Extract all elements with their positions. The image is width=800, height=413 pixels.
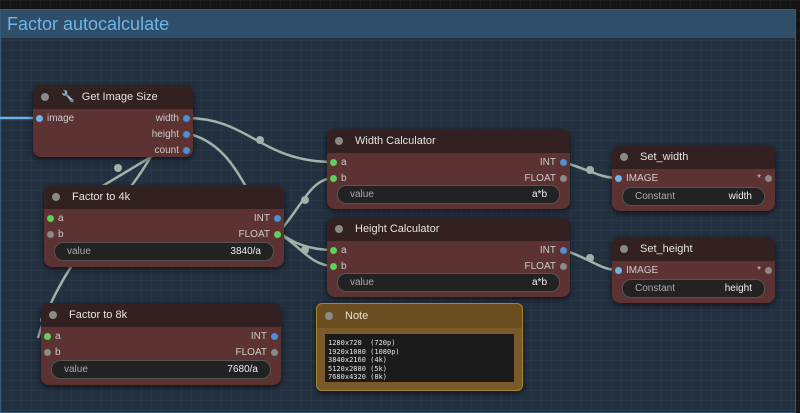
widget-value[interactable]: height xyxy=(724,283,752,294)
widget-value[interactable]: a*b xyxy=(531,189,547,200)
input-port-b[interactable] xyxy=(44,349,51,356)
note-text[interactable]: 1280x720 (720p) 1920x1080 (1080p) 3840x2… xyxy=(325,334,514,382)
input-label-image: IMAGE xyxy=(626,265,659,276)
node-title: Set_width xyxy=(640,151,689,163)
node-title: Factor to 8k xyxy=(69,309,128,321)
input-label-a: a xyxy=(55,331,61,342)
collapse-dot[interactable] xyxy=(620,153,628,161)
node-title: Note xyxy=(345,310,369,322)
node-title: Get Image Size xyxy=(81,91,158,103)
output-port-count[interactable] xyxy=(183,147,190,154)
output-port-width[interactable] xyxy=(183,115,190,122)
output-label-any: * xyxy=(757,173,761,184)
wrench-icon: 🔧 xyxy=(61,91,75,103)
node-set-height[interactable]: Set_height IMAGE * Constant height xyxy=(612,237,775,303)
value-widget[interactable]: value 3840/a xyxy=(54,242,274,261)
collapse-dot[interactable] xyxy=(49,311,57,319)
widget-label: value xyxy=(67,246,91,257)
output-label-any: * xyxy=(757,265,761,276)
node-get-image-size[interactable]: 🔧 Get Image Size image width height coun… xyxy=(33,85,193,157)
input-port-a[interactable] xyxy=(330,159,337,166)
output-port-any[interactable] xyxy=(765,267,772,274)
collapse-dot[interactable] xyxy=(41,93,49,101)
input-port-image[interactable] xyxy=(615,267,622,274)
node-title: Factor to 4k xyxy=(72,191,131,203)
output-port-height[interactable] xyxy=(183,131,190,138)
node-set-width[interactable]: Set_width IMAGE * Constant width xyxy=(612,145,775,211)
node-factor-to-4k[interactable]: Factor to 4k a INT b FLOAT value 3840/a xyxy=(44,185,284,267)
output-label-height: height xyxy=(151,129,179,140)
collapse-dot[interactable] xyxy=(335,137,343,145)
input-port-b[interactable] xyxy=(330,175,337,182)
input-label-a: a xyxy=(341,245,347,256)
value-widget[interactable]: value a*b xyxy=(337,185,560,204)
value-widget[interactable]: value a*b xyxy=(337,273,560,292)
widget-label: value xyxy=(64,364,88,375)
collapse-dot[interactable] xyxy=(335,225,343,233)
output-label-float: FLOAT xyxy=(524,173,556,184)
output-label-float: FLOAT xyxy=(235,347,267,358)
input-label-b: b xyxy=(58,229,64,240)
node-note[interactable]: Note 1280x720 (720p) 1920x1080 (1080p) 3… xyxy=(316,303,523,391)
output-label-int: INT xyxy=(539,157,556,168)
input-label-b: b xyxy=(341,261,347,272)
input-port-image[interactable] xyxy=(615,175,622,182)
widget-value[interactable]: width xyxy=(728,191,752,202)
constant-widget[interactable]: Constant width xyxy=(622,187,765,206)
output-port-float[interactable] xyxy=(560,175,567,182)
output-port-int[interactable] xyxy=(274,215,281,222)
widget-label: value xyxy=(350,277,374,288)
input-label-image: IMAGE xyxy=(626,173,659,184)
input-label-image: image xyxy=(47,113,75,124)
node-factor-to-8k[interactable]: Factor to 8k a INT b FLOAT value 7680/a xyxy=(41,303,281,385)
widget-label: Constant xyxy=(635,283,676,294)
node-title: Set_height xyxy=(640,243,693,255)
widget-value[interactable]: a*b xyxy=(531,277,547,288)
input-label-b: b xyxy=(341,173,347,184)
widget-value[interactable]: 7680/a xyxy=(227,364,258,375)
output-label-float: FLOAT xyxy=(524,261,556,272)
collapse-dot[interactable] xyxy=(620,245,628,253)
output-port-any[interactable] xyxy=(765,175,772,182)
collapse-dot[interactable] xyxy=(325,312,333,320)
output-label-int: INT xyxy=(250,331,267,342)
constant-widget[interactable]: Constant height xyxy=(622,279,765,298)
input-port-b[interactable] xyxy=(47,231,54,238)
node-title: Height Calculator xyxy=(355,223,440,235)
widget-label: value xyxy=(350,189,374,200)
output-port-float[interactable] xyxy=(271,349,278,356)
node-title: Width Calculator xyxy=(355,135,436,147)
output-label-int: INT xyxy=(253,213,270,224)
group-title[interactable]: Factor autocalculate xyxy=(1,10,795,38)
output-port-int[interactable] xyxy=(560,247,567,254)
node-height-calculator[interactable]: Height Calculator a INT b FLOAT value a*… xyxy=(327,217,570,297)
output-port-int[interactable] xyxy=(271,333,278,340)
input-port-image[interactable] xyxy=(36,115,43,122)
output-label-int: INT xyxy=(539,245,556,256)
output-port-int[interactable] xyxy=(560,159,567,166)
output-label-width: width xyxy=(155,113,179,124)
collapse-dot[interactable] xyxy=(52,193,60,201)
input-port-a[interactable] xyxy=(44,333,51,340)
input-port-a[interactable] xyxy=(47,215,54,222)
input-port-b[interactable] xyxy=(330,263,337,270)
widget-label: Constant xyxy=(635,191,676,202)
input-port-a[interactable] xyxy=(330,247,337,254)
output-port-float[interactable] xyxy=(560,263,567,270)
output-label-count: count xyxy=(154,145,179,156)
widget-value[interactable]: 3840/a xyxy=(230,246,261,257)
output-label-float: FLOAT xyxy=(238,229,270,240)
node-width-calculator[interactable]: Width Calculator a INT b FLOAT value a*b xyxy=(327,129,570,209)
input-label-b: b xyxy=(55,347,61,358)
value-widget[interactable]: value 7680/a xyxy=(51,360,271,379)
input-label-a: a xyxy=(58,213,64,224)
output-port-float[interactable] xyxy=(274,231,281,238)
input-label-a: a xyxy=(341,157,347,168)
